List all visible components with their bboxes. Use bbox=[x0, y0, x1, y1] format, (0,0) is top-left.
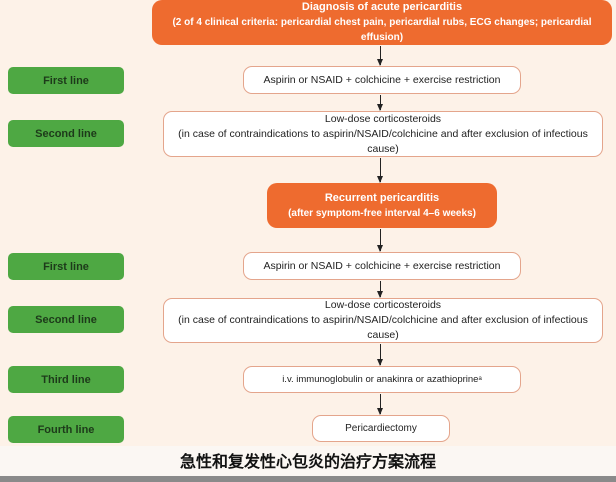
diagnosis-box: Diagnosis of acute pericarditis (2 of 4 c… bbox=[152, 0, 612, 45]
recurrent-title: Recurrent pericarditis bbox=[324, 191, 440, 204]
acute-first-line-box: Aspirin or NSAID + colchicine + exercise… bbox=[243, 66, 521, 94]
pericardiectomy-box: Pericardiectomy bbox=[312, 415, 450, 442]
arrow bbox=[377, 158, 383, 183]
recurrent-third-line-box: i.v. immunoglobulin or anakinra or azath… bbox=[243, 366, 521, 393]
label-third-line: Third line bbox=[8, 366, 124, 393]
recurrent-first-line-box: Aspirin or NSAID + colchicine + exercise… bbox=[243, 252, 521, 280]
flowchart: Diagnosis of acute pericarditis (2 of 4 c… bbox=[0, 0, 616, 446]
recurrent-box: Recurrent pericarditis (after symptom-fre… bbox=[267, 183, 497, 228]
label-fourth-line: Fourth line bbox=[8, 416, 124, 443]
caption: 急性和复发性心包炎的治疗方案流程 bbox=[179, 452, 436, 471]
arrow bbox=[377, 281, 383, 298]
second-sub: (in case of contraindications to aspirin… bbox=[178, 127, 588, 155]
diagnosis-subtitle: (2 of 4 clinical criteria: pericardial c… bbox=[172, 17, 592, 43]
diagnosis-title: Diagnosis of acute pericarditis bbox=[301, 1, 463, 13]
acute-second-line-box: Low-dose corticosteroids (in case of cont… bbox=[163, 111, 603, 157]
footnote-mark: a bbox=[478, 376, 482, 382]
recurrent-subtitle: (after symptom-free interval 4–6 weeks) bbox=[288, 207, 476, 219]
label-first-line: First line bbox=[8, 253, 124, 280]
arrow bbox=[377, 46, 383, 66]
label-first-line: First line bbox=[8, 67, 124, 94]
bottom-bar bbox=[0, 476, 616, 482]
arrow bbox=[377, 95, 383, 111]
arrow bbox=[377, 394, 383, 415]
third-text: i.v. immunoglobulin or anakinra or azath… bbox=[282, 374, 479, 385]
label-second-line: Second line bbox=[8, 120, 124, 147]
recurrent-second-line-box: Low-dose corticosteroids (in case of cont… bbox=[163, 298, 603, 343]
arrow bbox=[377, 229, 383, 252]
second-title: Low-dose corticosteroids bbox=[324, 299, 442, 311]
second-title: Low-dose corticosteroids bbox=[324, 112, 442, 125]
arrow bbox=[377, 344, 383, 366]
label-second-line: Second line bbox=[8, 306, 124, 333]
second-sub: (in case of contraindications to aspirin… bbox=[178, 314, 588, 341]
